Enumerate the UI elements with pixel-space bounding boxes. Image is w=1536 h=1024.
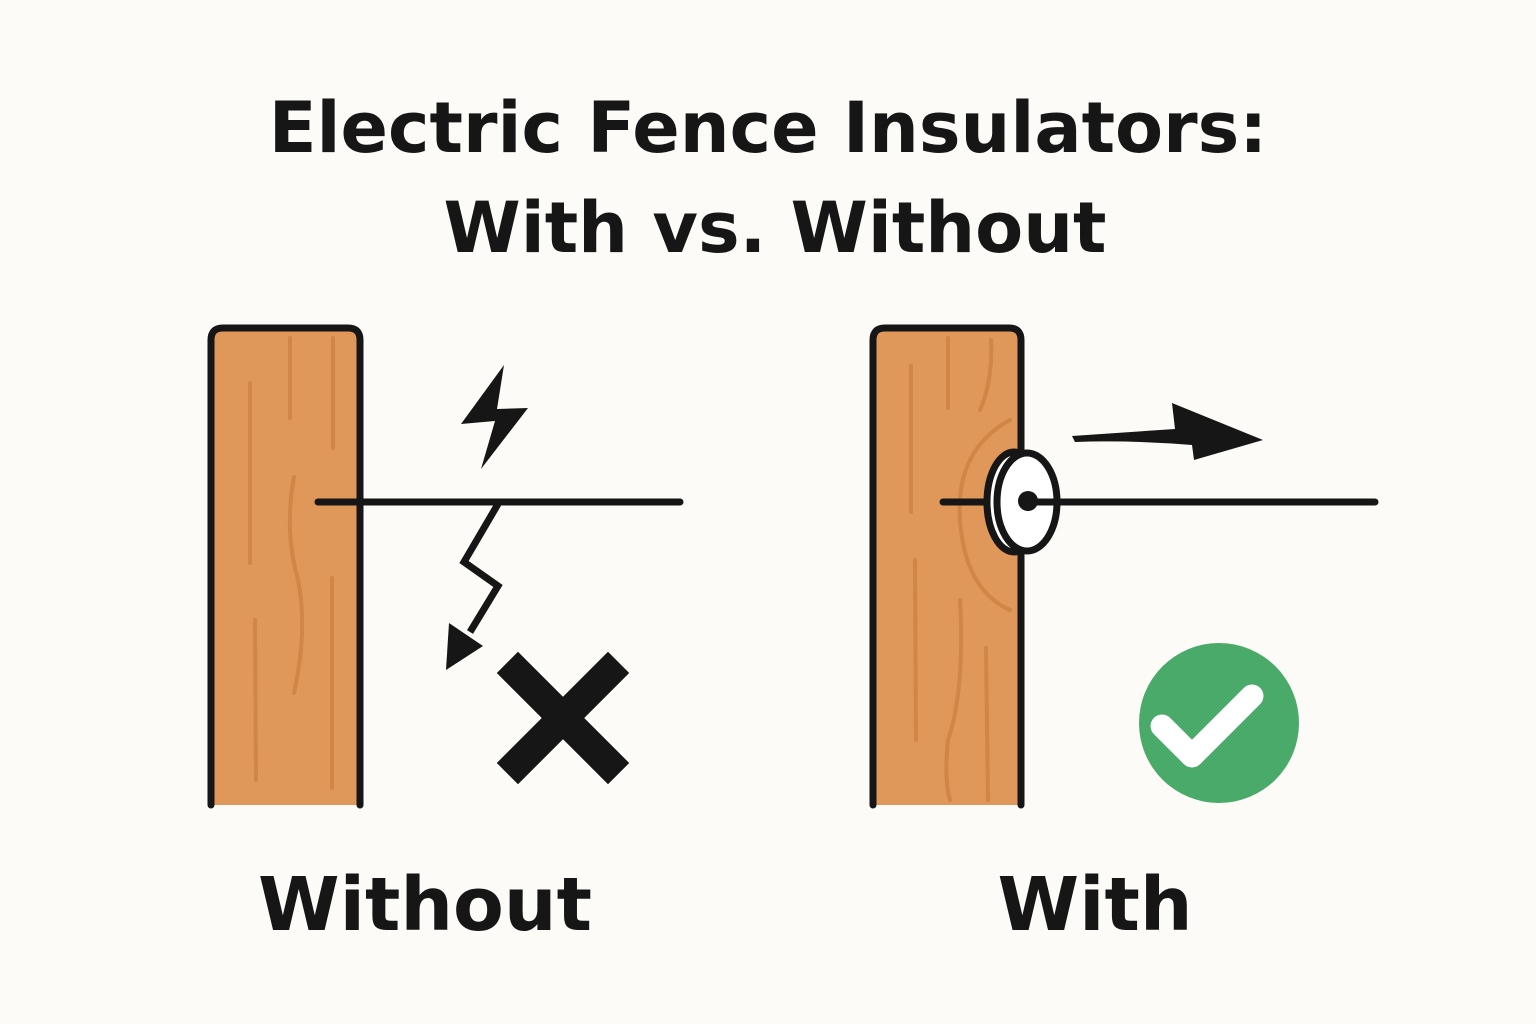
wood-grain [909, 336, 1012, 802]
wooden-post-left [207, 324, 364, 809]
label-without: Without [258, 862, 592, 948]
wood-grain [248, 336, 335, 790]
panel-without: Without [207, 324, 684, 948]
label-with: With [997, 862, 1192, 948]
wooden-post-right [869, 324, 1025, 809]
check-circle-icon [1139, 643, 1299, 803]
x-mark-icon [496, 651, 630, 785]
leaking-current-arrow-icon [446, 502, 503, 670]
lightning-bolt-icon [461, 365, 528, 469]
lightning-bolt-icon [1072, 403, 1263, 460]
panel-with: With [869, 324, 1379, 948]
title-line-1: Electric Fence Insulators: [269, 87, 1268, 169]
title-line-2: With vs. Without [443, 187, 1106, 269]
insulator-icon [983, 448, 1061, 556]
